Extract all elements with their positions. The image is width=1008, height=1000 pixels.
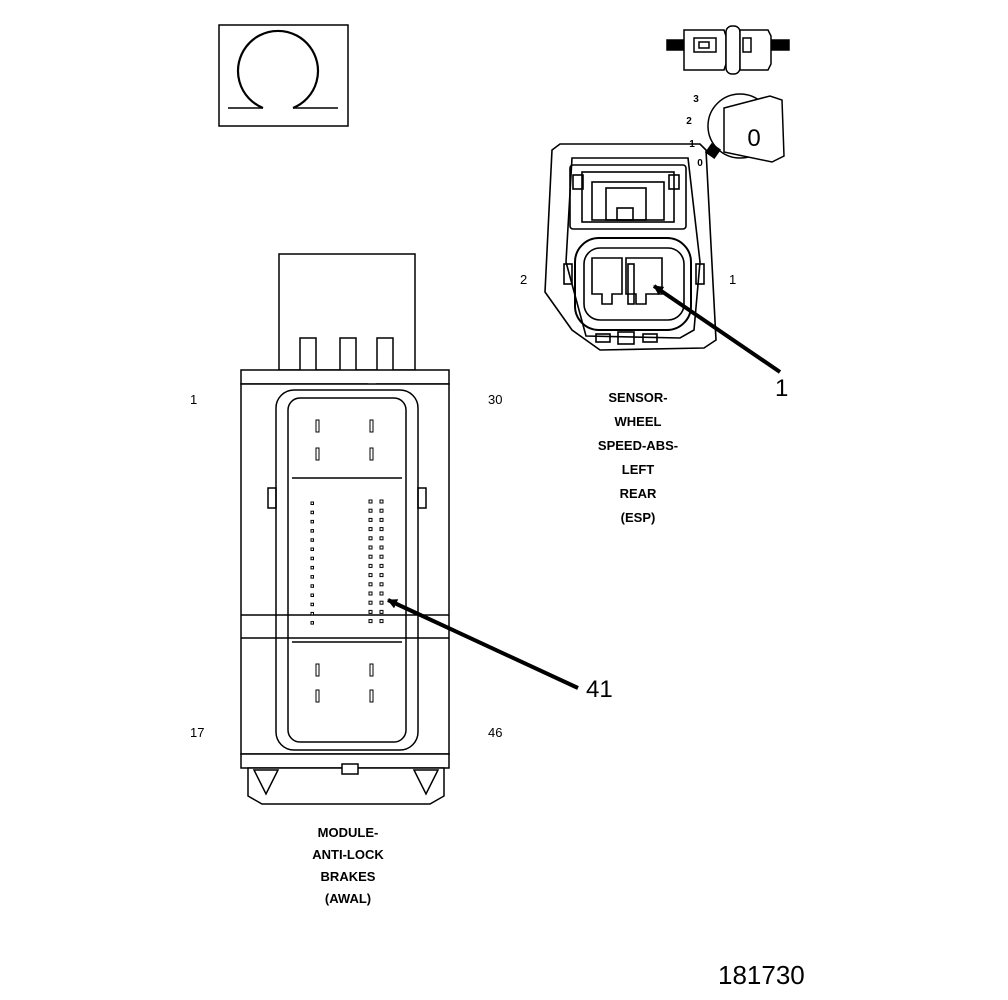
orientation-scale-2: 2 xyxy=(686,116,692,127)
module-caption-line: ANTI-LOCK xyxy=(312,847,384,862)
module-caption-line: (AWAL) xyxy=(324,891,372,906)
power-cavity xyxy=(369,419,374,433)
module-callout-number: 41 xyxy=(586,676,613,703)
signal-cavity xyxy=(310,510,314,515)
power-cavity xyxy=(315,419,320,433)
signal-cavity xyxy=(368,609,373,614)
power-cavity xyxy=(315,447,320,461)
signal-cavity xyxy=(368,545,373,550)
signal-cavity xyxy=(368,517,373,522)
power-cavity xyxy=(369,689,374,703)
signal-cavity xyxy=(310,584,314,588)
sensor-caption-line: (ESP) xyxy=(620,510,656,525)
sensor-pin-2-label: 2 xyxy=(520,272,528,287)
sensor-caption-line: SPEED-ABS- xyxy=(597,438,679,453)
signal-cavity xyxy=(310,565,314,570)
module-callout-arrow xyxy=(387,598,579,690)
inline-connector-icon xyxy=(666,25,790,75)
signal-cavity xyxy=(379,508,384,513)
module-caption-line: BRAKES xyxy=(320,869,376,884)
signal-cavity xyxy=(310,501,314,505)
signal-cavity xyxy=(310,602,314,607)
sensor-callout-arrow xyxy=(652,284,782,374)
orientation-scale-0: 0 xyxy=(697,158,703,169)
sensor-caption-line: WHEEL xyxy=(614,414,662,429)
power-cavity xyxy=(369,663,374,677)
module-caption: MODULE- ANTI-LOCK BRAKES (AWAL) xyxy=(278,822,418,910)
signal-cavity xyxy=(310,519,314,524)
orientation-key-icon xyxy=(704,93,785,163)
signal-cavity xyxy=(368,591,373,596)
module-pin-1-label: 1 xyxy=(190,392,198,407)
signal-cavity xyxy=(379,582,384,587)
module-caption-line: MODULE- xyxy=(317,825,379,840)
signal-cavity xyxy=(310,547,314,551)
module-pin-46-label: 46 xyxy=(488,725,503,740)
signal-cavity xyxy=(379,609,384,614)
signal-cavity xyxy=(310,611,314,616)
signal-cavity xyxy=(368,536,373,541)
orientation-scale-3: 3 xyxy=(693,94,699,105)
signal-cavity xyxy=(379,554,384,559)
omega-seal-icon xyxy=(218,24,349,127)
sensor-caption: SENSOR- WHEEL SPEED-ABS- LEFT REAR (ESP) xyxy=(568,386,708,530)
sensor-callout-number: 1 xyxy=(775,375,789,402)
signal-cavity xyxy=(310,593,314,597)
sensor-caption-line: LEFT xyxy=(621,462,655,477)
power-cavity xyxy=(315,663,320,677)
module-pin-17-label: 17 xyxy=(190,725,205,740)
signal-cavity xyxy=(368,563,373,568)
signal-cavity xyxy=(368,554,373,559)
signal-cavity xyxy=(379,619,384,624)
signal-cavity xyxy=(368,582,373,587)
signal-cavity xyxy=(379,563,384,568)
module-pin-30-label: 30 xyxy=(488,392,503,407)
signal-cavity xyxy=(368,573,373,578)
sensor-connector-drawing xyxy=(544,143,717,351)
signal-cavity xyxy=(379,499,384,504)
signal-cavity xyxy=(368,499,373,504)
sensor-caption-line: REAR xyxy=(619,486,657,501)
signal-cavity xyxy=(310,556,314,561)
power-cavity xyxy=(369,447,374,461)
signal-cavity xyxy=(368,508,373,513)
signal-cavity xyxy=(379,536,384,541)
signal-cavity xyxy=(379,591,384,596)
signal-cavity xyxy=(368,527,373,532)
signal-cavity xyxy=(368,619,373,624)
power-cavity xyxy=(315,689,320,703)
sensor-caption-line: SENSOR- xyxy=(608,390,668,405)
signal-cavity xyxy=(379,517,384,522)
module-cavity-grid xyxy=(310,419,384,703)
figure-id: 181730 xyxy=(718,960,805,990)
signal-cavity xyxy=(310,538,314,542)
signal-cavity xyxy=(310,529,314,533)
module-connector-drawing xyxy=(240,253,450,805)
signal-cavity xyxy=(379,545,384,550)
signal-cavity xyxy=(310,575,314,579)
signal-cavity xyxy=(310,621,314,625)
signal-cavity xyxy=(379,600,384,605)
sensor-pin-1-label: 1 xyxy=(729,272,737,287)
orientation-key-label: 0 xyxy=(747,125,760,152)
signal-cavity xyxy=(379,527,384,532)
signal-cavity xyxy=(368,600,373,605)
signal-cavity xyxy=(379,573,384,578)
